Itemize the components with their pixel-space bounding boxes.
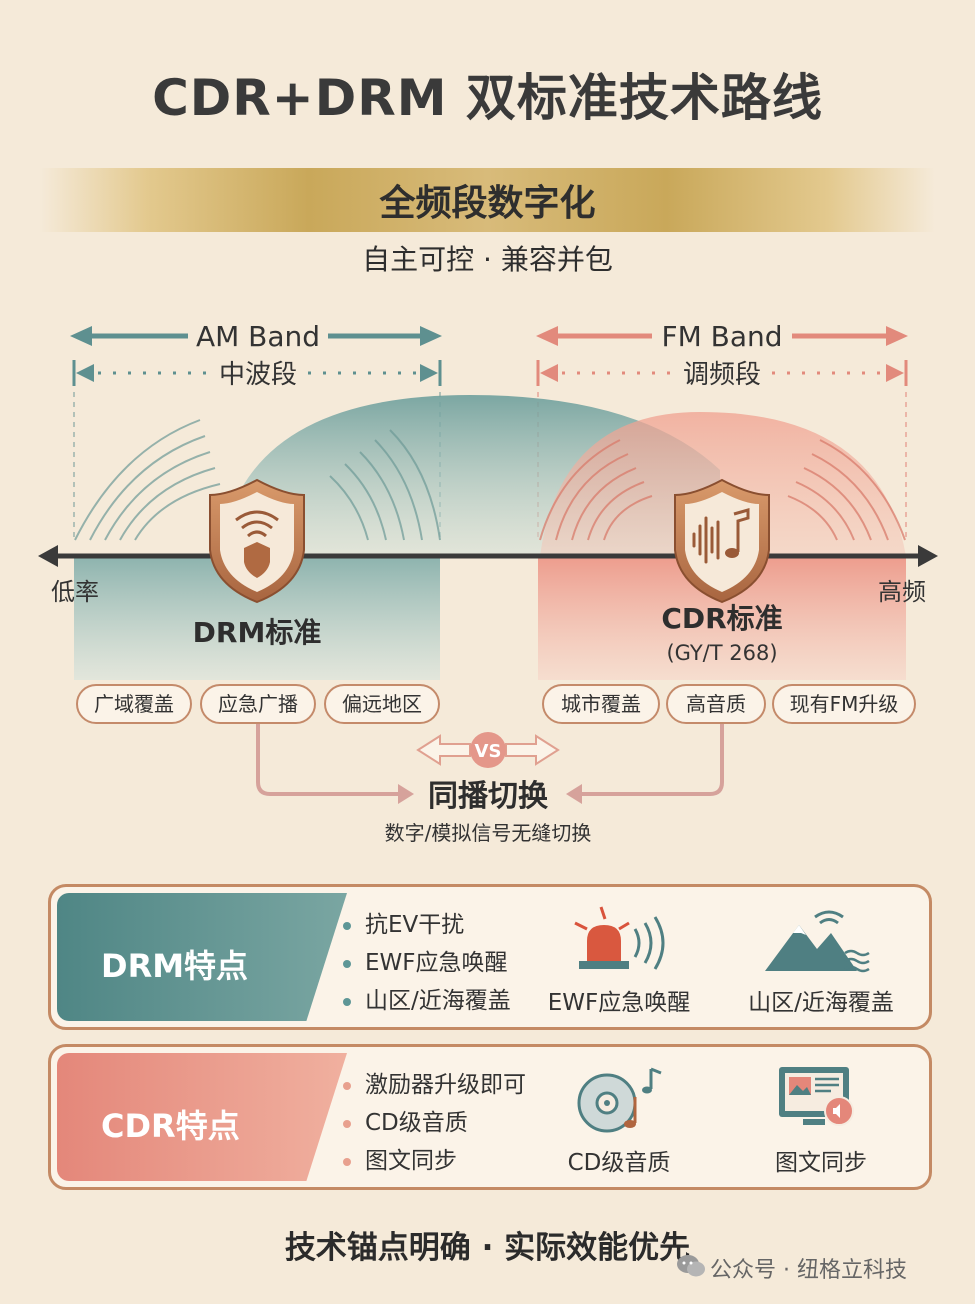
cdr-tag-fm-upgrade: 现有FM升级 xyxy=(772,684,916,724)
ewf-icon-label: EWF应急唤醒 xyxy=(547,990,691,1016)
am-signal-waves xyxy=(74,419,441,541)
band-diagram: AM Band 中波段 FM Band 调频段 xyxy=(38,318,938,845)
banner-title: 全频段数字化 xyxy=(379,183,596,224)
cdr-feature-item: CD级音质 xyxy=(343,1103,468,1137)
vs-double-arrow xyxy=(416,732,560,768)
drm-panel-title: DRM特点 xyxy=(101,947,249,985)
axis-low-label: 低率 xyxy=(51,578,99,606)
watermark: 公众号 · 纽格立科技 xyxy=(710,1258,907,1283)
drm-panel-header: DRM特点 xyxy=(57,893,347,1021)
drm-tag-remote: 偏远地区 xyxy=(324,684,440,724)
drm-shield-icon xyxy=(209,478,305,604)
fm-signal-waves xyxy=(539,439,906,541)
subtitle: 自主可控 · 兼容并包 xyxy=(362,243,613,276)
wechat-icon xyxy=(677,1255,705,1277)
simulcast-desc: 数字/模拟信号无缝切换 xyxy=(385,821,592,845)
cdr-connector xyxy=(576,722,724,796)
cdr-standard-code: (GY/T 268) xyxy=(666,641,777,665)
am-band-label: AM Band xyxy=(196,320,320,353)
mountain-icon-label: 山区/近海覆盖 xyxy=(748,990,894,1016)
monitor-icon-label: 图文同步 xyxy=(775,1150,867,1176)
fm-band-cn-label: 调频段 xyxy=(683,360,761,390)
vs-label: VS xyxy=(475,741,502,762)
monitor-image-icon xyxy=(779,1067,854,1126)
drm-feature-item: EWF应急唤醒 xyxy=(343,943,508,977)
am-band-cn-label: 中波段 xyxy=(219,360,297,390)
drm-feature-item: 抗EV干扰 xyxy=(343,905,464,939)
cdr-panel-title: CDR特点 xyxy=(101,1107,240,1145)
cdr-feature-item: 激励器升级即可 xyxy=(343,1065,526,1099)
cdr-tag-hifi: 高音质 xyxy=(666,684,766,724)
cdr-tag-urban: 城市覆盖 xyxy=(542,684,660,724)
simulcast-title: 同播切换 xyxy=(428,779,549,814)
mountain-signal-icon xyxy=(765,910,870,973)
drm-tag-wide-coverage: 广域覆盖 xyxy=(76,684,192,724)
alarm-siren-icon xyxy=(574,906,665,970)
footer-slogan: 技术锚点明确 · 实际效能优先 xyxy=(284,1230,691,1266)
cdr-standard-label: CDR标准 xyxy=(661,602,782,635)
cdr-shield-icon xyxy=(674,478,770,604)
drm-tag-emergency: 应急广播 xyxy=(200,684,316,724)
drm-feature-item: 山区/近海覆盖 xyxy=(343,981,511,1015)
cd-icon-label: CD级音质 xyxy=(567,1150,671,1176)
drm-connector xyxy=(256,722,404,796)
drm-features-panel: DRM特点 抗EV干扰 EWF应急唤醒 山区/近海覆盖 EWF应急唤醒 山区/近… xyxy=(48,884,932,1030)
axis-high-label: 高频 xyxy=(878,578,926,606)
cdr-panel-header: CDR特点 xyxy=(57,1053,347,1181)
fm-band-label: FM Band xyxy=(661,320,782,353)
page-title: CDR+DRM 双标准技术路线 xyxy=(152,69,823,127)
cdr-feature-item: 图文同步 xyxy=(343,1141,457,1175)
frequency-axis xyxy=(38,545,938,567)
gold-banner xyxy=(40,168,935,232)
cdr-features-panel: CDR特点 激励器升级即可 CD级音质 图文同步 CD级音质 图文同步 xyxy=(48,1044,932,1190)
cd-music-icon xyxy=(577,1067,662,1133)
drm-standard-label: DRM标准 xyxy=(193,616,322,649)
